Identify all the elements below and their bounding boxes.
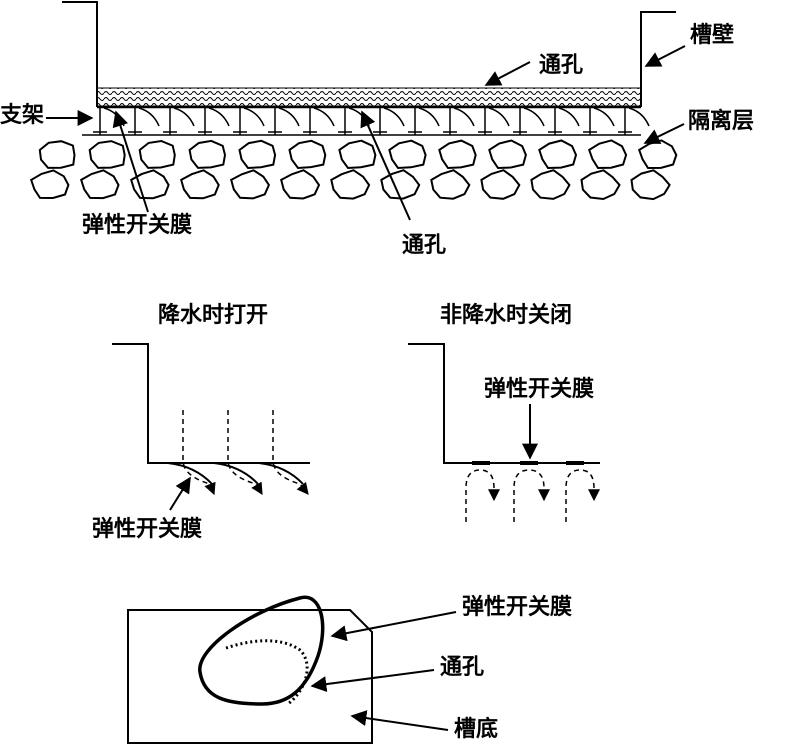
porous-layer — [96, 87, 642, 107]
open-channel-wall — [112, 343, 310, 464]
isolation-layer-arrow — [643, 123, 685, 144]
bottom-hole — [225, 639, 309, 706]
elastic-membrane — [558, 107, 580, 127]
open-flow-3 — [272, 410, 309, 495]
support-frame — [82, 107, 650, 136]
elastic-membrane — [383, 107, 405, 127]
elastic-membrane — [208, 107, 230, 127]
bottom-hole-arrow — [310, 669, 435, 693]
gravel-stone — [637, 139, 678, 170]
open-flow-1 — [182, 410, 216, 496]
elastic-membrane — [488, 107, 510, 127]
bottom-tank-arrow — [350, 710, 449, 731]
gravel-layer — [29, 139, 678, 201]
elastic-membrane — [628, 107, 650, 127]
closed-membrane-label: 弹性开关膜 — [484, 376, 594, 402]
open-flow-2 — [227, 410, 263, 496]
left-wall — [62, 1, 98, 107]
wall-arrow — [644, 45, 686, 67]
open-state-panel: 降水时打开 弹性开关膜 — [92, 302, 310, 542]
membrane-top-label: 弹性开关膜 — [82, 212, 192, 238]
gravel-stone — [488, 139, 527, 170]
hole-bottom-label: 通孔 — [402, 232, 446, 258]
closed-state-panel: 非降水时关闭 弹性开关膜 — [408, 302, 600, 522]
gravel-stone — [29, 169, 70, 200]
elastic-membrane — [243, 107, 265, 127]
elastic-membrane — [313, 107, 335, 127]
open-membrane-2 — [213, 462, 259, 485]
gravel-stone — [88, 140, 126, 169]
elastic-membrane — [418, 107, 440, 127]
open-membrane-1 — [167, 462, 213, 485]
elastic-membrane — [453, 107, 475, 127]
membrane-top-arrow — [112, 110, 149, 213]
gravel-stone — [438, 139, 477, 170]
gravel-stone — [238, 139, 277, 170]
elastic-membrane — [278, 107, 300, 127]
elastic-membrane — [173, 107, 195, 127]
bottom-tank-label: 槽底 — [454, 716, 498, 742]
closed-caption: 非降水时关闭 — [440, 302, 572, 328]
open-membrane-arrow — [169, 476, 191, 511]
open-membrane-label: 弹性开关膜 — [92, 516, 202, 542]
closed-flow-2 — [513, 469, 550, 522]
gravel-stone — [630, 169, 671, 201]
closed-channel-wall — [408, 343, 600, 464]
gravel-stone — [388, 139, 427, 170]
gravel-stone — [80, 169, 120, 200]
bottom-membrane-arrow — [330, 611, 457, 642]
gravel-stone — [380, 169, 421, 200]
elastic-membrane — [523, 107, 545, 127]
bottom-membrane — [198, 595, 325, 706]
gravel-stone — [338, 139, 377, 170]
isolation-layer-label: 隔离层 — [688, 108, 754, 134]
gravel-stone — [430, 169, 471, 200]
gravel-stone — [538, 139, 578, 170]
elastic-membrane — [593, 107, 615, 127]
gravel-stone — [288, 139, 327, 170]
hole-top-label: 通孔 — [539, 52, 583, 78]
right-wall — [640, 11, 676, 107]
open-caption: 降水时打开 — [158, 302, 268, 328]
bottom-panel: 弹性开关膜 通孔 槽底 — [127, 594, 572, 744]
gravel-stone — [38, 140, 76, 169]
hole-bottom-arrow — [360, 110, 411, 221]
gravel-stone — [280, 169, 321, 200]
gravel-stone — [480, 169, 521, 200]
gravel-stone — [580, 169, 621, 201]
tank-bottom-outline — [127, 609, 373, 744]
wall-label: 槽壁 — [690, 22, 734, 48]
elastic-membrane — [103, 107, 125, 127]
bottom-hole-label: 通孔 — [440, 654, 484, 680]
gravel-stone — [330, 169, 371, 200]
gravel-stone — [230, 169, 271, 200]
gravel-stone — [530, 169, 571, 200]
support-label: 支架 — [0, 102, 44, 128]
gravel-stone — [138, 139, 176, 169]
closed-flow-1 — [465, 469, 500, 522]
gravel-stone — [188, 139, 227, 169]
gravel-stone — [180, 169, 220, 200]
gravel-stone — [587, 139, 628, 170]
top-section: 槽壁 通孔 支架 隔离层 弹性开关膜 通孔 — [0, 1, 754, 258]
open-membrane-3 — [258, 462, 304, 485]
bottom-membrane-label: 弹性开关膜 — [462, 594, 572, 620]
hole-top-arrow — [484, 61, 531, 86]
closed-flow-3 — [565, 469, 600, 522]
elastic-membrane — [138, 107, 160, 127]
